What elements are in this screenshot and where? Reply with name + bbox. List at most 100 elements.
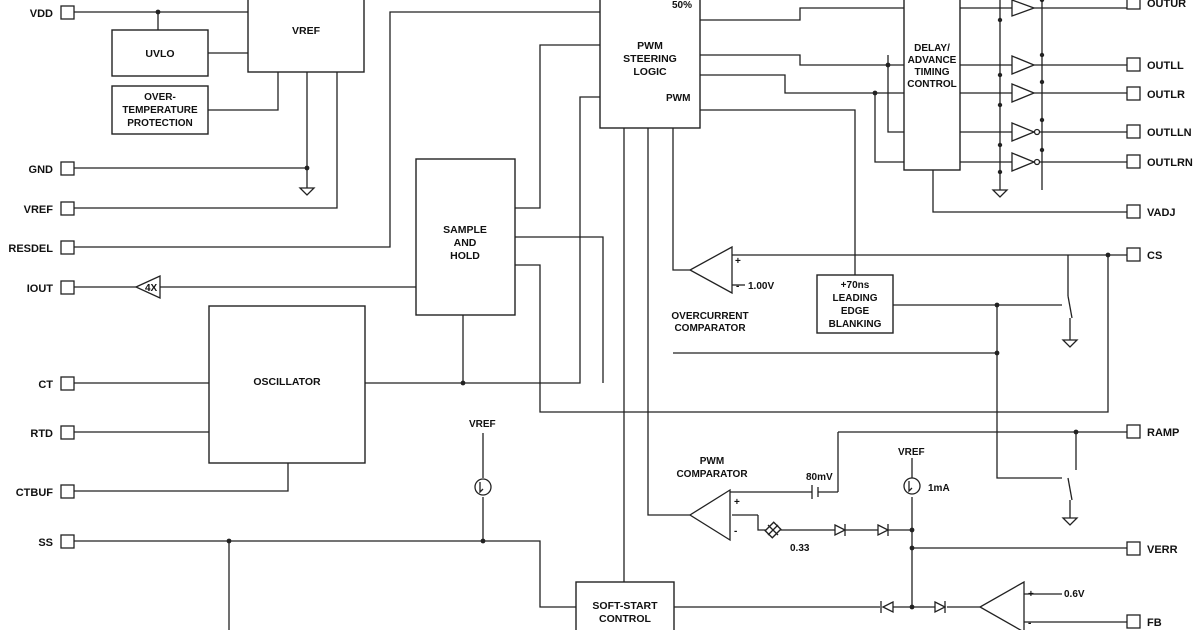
ground-icon: [298, 187, 316, 196]
pwm-output-label: PWM: [666, 93, 690, 104]
mv80-label: 80mV: [806, 472, 833, 483]
ovt-label-1: OVER-: [144, 92, 176, 103]
outll-pin[interactable]: [1126, 57, 1141, 72]
overcurrent-comparator: [688, 245, 733, 295]
pwm-comp-label-2: COMPARATOR: [676, 469, 748, 480]
iout-buffer: [134, 274, 161, 300]
pwm-steer-label-1: PWM: [637, 40, 663, 52]
verr-pin-label: VERR: [1147, 544, 1178, 556]
resdel-pin-label: RESDEL: [8, 243, 53, 255]
vref-pin[interactable]: [60, 201, 75, 216]
ss-pin-label: SS: [38, 537, 53, 549]
vdd-pin-label: VDD: [30, 8, 53, 20]
vref-block: [247, 0, 365, 73]
ground-symbols: [298, 187, 1079, 526]
pwm-comparator: [688, 488, 731, 542]
junctions: [155, 0, 1111, 610]
verr-pin[interactable]: [1126, 541, 1141, 556]
leb-label-1: +70ns: [841, 280, 870, 291]
switches: [1067, 295, 1073, 501]
delay-timing-control-block: [903, 0, 961, 171]
outlr-pin[interactable]: [1126, 86, 1141, 101]
ma1-label: 1mA: [928, 483, 950, 494]
iout-gain-label: 4X: [145, 283, 158, 294]
gnd-pin[interactable]: [60, 161, 75, 176]
rtd-pin-label: RTD: [30, 428, 53, 440]
vref-pin-label: VREF: [24, 204, 54, 216]
outlln-pin[interactable]: [1126, 124, 1141, 139]
left-pins: VDD GND VREF RESDEL IOUT CT RTD CTBUF SS: [8, 5, 75, 549]
outlln-pin-label: OUTLLN: [1147, 127, 1192, 139]
sample-and-hold-block: [415, 158, 516, 316]
switch-icon: [1067, 295, 1073, 319]
leb-label-3: EDGE: [841, 306, 870, 317]
ramp-pin-label: RAMP: [1147, 427, 1179, 439]
leb-label-2: LEADING: [833, 293, 878, 304]
cs-pin-label: CS: [1147, 250, 1162, 262]
current-source-icon: [903, 477, 921, 495]
current-source-icon: [474, 478, 492, 496]
vadj-pin[interactable]: [1126, 204, 1141, 219]
ramp-pin[interactable]: [1126, 424, 1141, 439]
soft-start-control-block: [575, 581, 675, 630]
blocks: VREF UVLO OVER- TEMPERATURE PROTECTION 5…: [111, 0, 961, 630]
pwm-steer-label-3: LOGIC: [633, 66, 667, 78]
outur-pin[interactable]: [1126, 0, 1141, 10]
svg-text:-: -: [734, 526, 737, 537]
iout-pin-label: IOUT: [27, 283, 54, 295]
wires: [74, 0, 1127, 630]
svg-text:-: -: [736, 281, 739, 292]
svg-text:+: +: [735, 256, 741, 267]
svg-text:-: -: [1028, 618, 1031, 629]
diode-icon: [881, 600, 894, 614]
svg-text:+: +: [734, 497, 740, 508]
outlrn-pin[interactable]: [1126, 154, 1141, 169]
ss-pin[interactable]: [60, 534, 75, 549]
driver-outlr: [1011, 83, 1036, 103]
vdd-pin[interactable]: [60, 5, 75, 20]
leading-edge-blanking-block: [816, 274, 894, 334]
vref-src-label-2: VREF: [898, 447, 925, 458]
diode-icon: [934, 600, 947, 614]
pct50-label: 50%: [672, 0, 692, 11]
amplifiers: 4X + - 1.00V OVERCURRENT COMPARATOR + - …: [134, 0, 1085, 630]
ct-pin[interactable]: [60, 376, 75, 391]
over-temperature-block: [111, 85, 209, 135]
resdel-pin[interactable]: [60, 240, 75, 255]
outlr-pin-label: OUTLR: [1147, 89, 1185, 101]
sample-label-1: SAMPLE: [443, 224, 487, 236]
oscillator-label: OSCILLATOR: [253, 376, 321, 388]
ground-icon: [991, 189, 1009, 198]
pwm-comp-label-1: PWM: [700, 456, 724, 467]
delay-label-1: DELAY/: [914, 43, 950, 54]
fb-pin[interactable]: [1126, 614, 1141, 629]
softstart-label-2: CONTROL: [599, 613, 651, 625]
iout-pin[interactable]: [60, 280, 75, 295]
cs-pin[interactable]: [1126, 247, 1141, 262]
pwm-steering-logic-block: [599, 0, 701, 129]
oscillator-block: [208, 305, 366, 464]
softstart-label-1: SOFT-START: [592, 600, 658, 612]
ground-icon: [1061, 517, 1079, 526]
outlrn-pin-label: OUTLRN: [1147, 157, 1193, 169]
uvlo-block: [111, 29, 209, 77]
rtd-pin[interactable]: [60, 425, 75, 440]
driver-outll: [1011, 55, 1036, 75]
ovt-label-3: PROTECTION: [127, 118, 193, 129]
outur-pin-label: OUTUR: [1147, 0, 1186, 10]
ctbuf-pin[interactable]: [60, 484, 75, 499]
ctbuf-pin-label: CTBUF: [16, 487, 54, 499]
outll-pin-label: OUTLL: [1147, 60, 1184, 72]
v06-label: 0.6V: [1064, 589, 1085, 600]
oc-comp-label-2: COMPARATOR: [674, 323, 746, 334]
sample-label-3: HOLD: [450, 250, 480, 262]
ct-pin-label: CT: [38, 379, 53, 391]
switch-icon: [1067, 477, 1073, 501]
oc-comp-label-1: OVERCURRENT: [671, 311, 748, 322]
oc-ref-label: 1.00V: [748, 281, 774, 292]
driver-outlln: [1011, 122, 1036, 142]
uvlo-block-label: UVLO: [145, 48, 174, 60]
ground-icon: [1061, 339, 1079, 348]
vref-block-label: VREF: [292, 25, 321, 37]
